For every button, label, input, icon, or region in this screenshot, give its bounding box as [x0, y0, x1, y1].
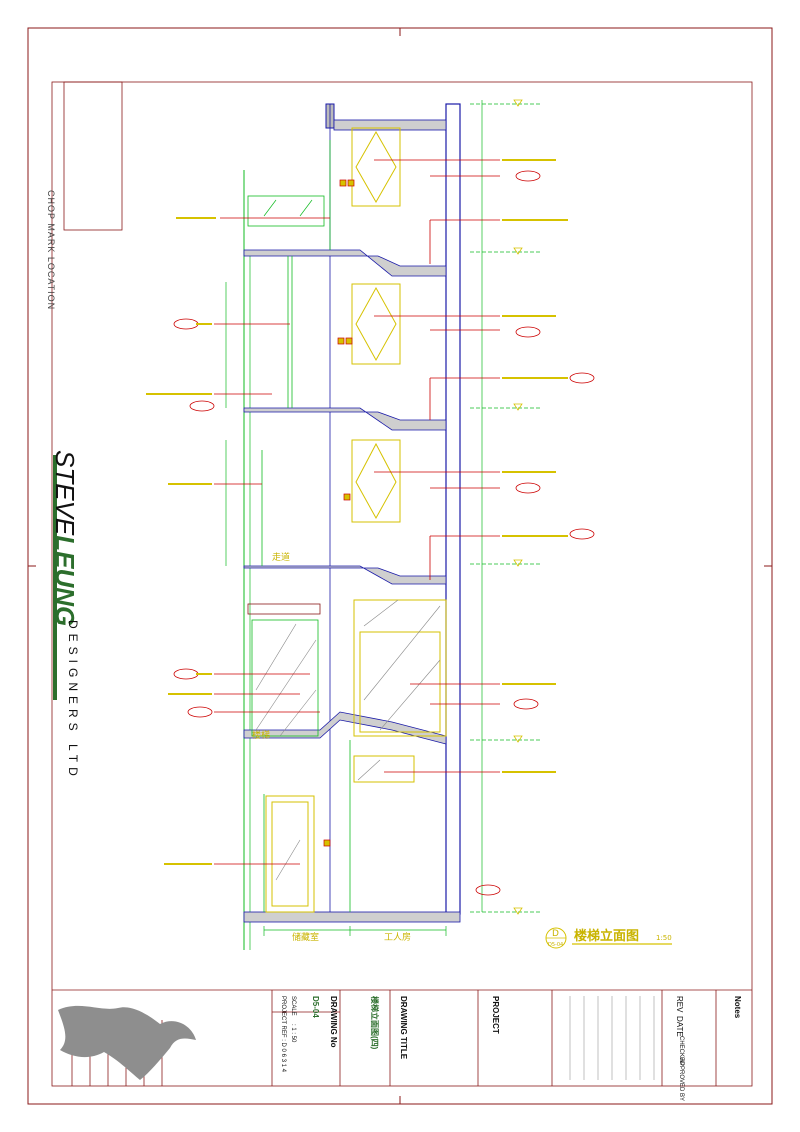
date-label: DATE [675, 1016, 684, 1037]
drawing-no-value: D5-04 [311, 996, 320, 1018]
room-label-storage: 储藏室 [292, 931, 319, 943]
room-label-worker: 工人房 [384, 931, 411, 943]
elevation-scale: 1:50 [656, 934, 672, 942]
elevation-title: 楼梯立面图 [574, 928, 639, 944]
room-label-stair: 楼梯 [252, 729, 270, 741]
drawing-title-value: 楼梯立面图(四) [370, 996, 379, 1050]
scale-label: SCALE [290, 996, 296, 1016]
brand-subtitle: DESIGNERS LTD [66, 620, 80, 781]
elevation-marker: D D5-04 楼梯立面图 1:50 [545, 927, 672, 949]
brand-logo: STEVELEUNG [50, 450, 80, 627]
chop-mark-label: CHOP MARK LOCATION [46, 190, 56, 311]
approved-label: APPROVED BY [678, 1058, 684, 1102]
drawing-title-label: DRAWING TITLE [399, 996, 408, 1060]
chop-mark-box [63, 81, 123, 231]
elevation: 楼梯 走道 储藏室 工人房 D D5-04 楼梯立面图 1:50 [146, 99, 672, 950]
notes-label: Notes [733, 996, 742, 1019]
scale-value: : 1 : 50 [290, 1024, 296, 1043]
elevation-marker-letter: D [552, 929, 559, 939]
room-label-corridor: 走道 [272, 551, 290, 563]
rev-label: REV [675, 996, 684, 1013]
project-ref: PROJECT REF : D 0 6 3 1 4 [280, 996, 286, 1072]
elevation-marker-sheet: D5-04 [548, 942, 563, 948]
project-label: PROJECT [491, 996, 500, 1034]
inner-frame [51, 81, 753, 1087]
drawing-no-label: DRAWING No [329, 996, 338, 1048]
runner-logo [58, 1005, 196, 1080]
